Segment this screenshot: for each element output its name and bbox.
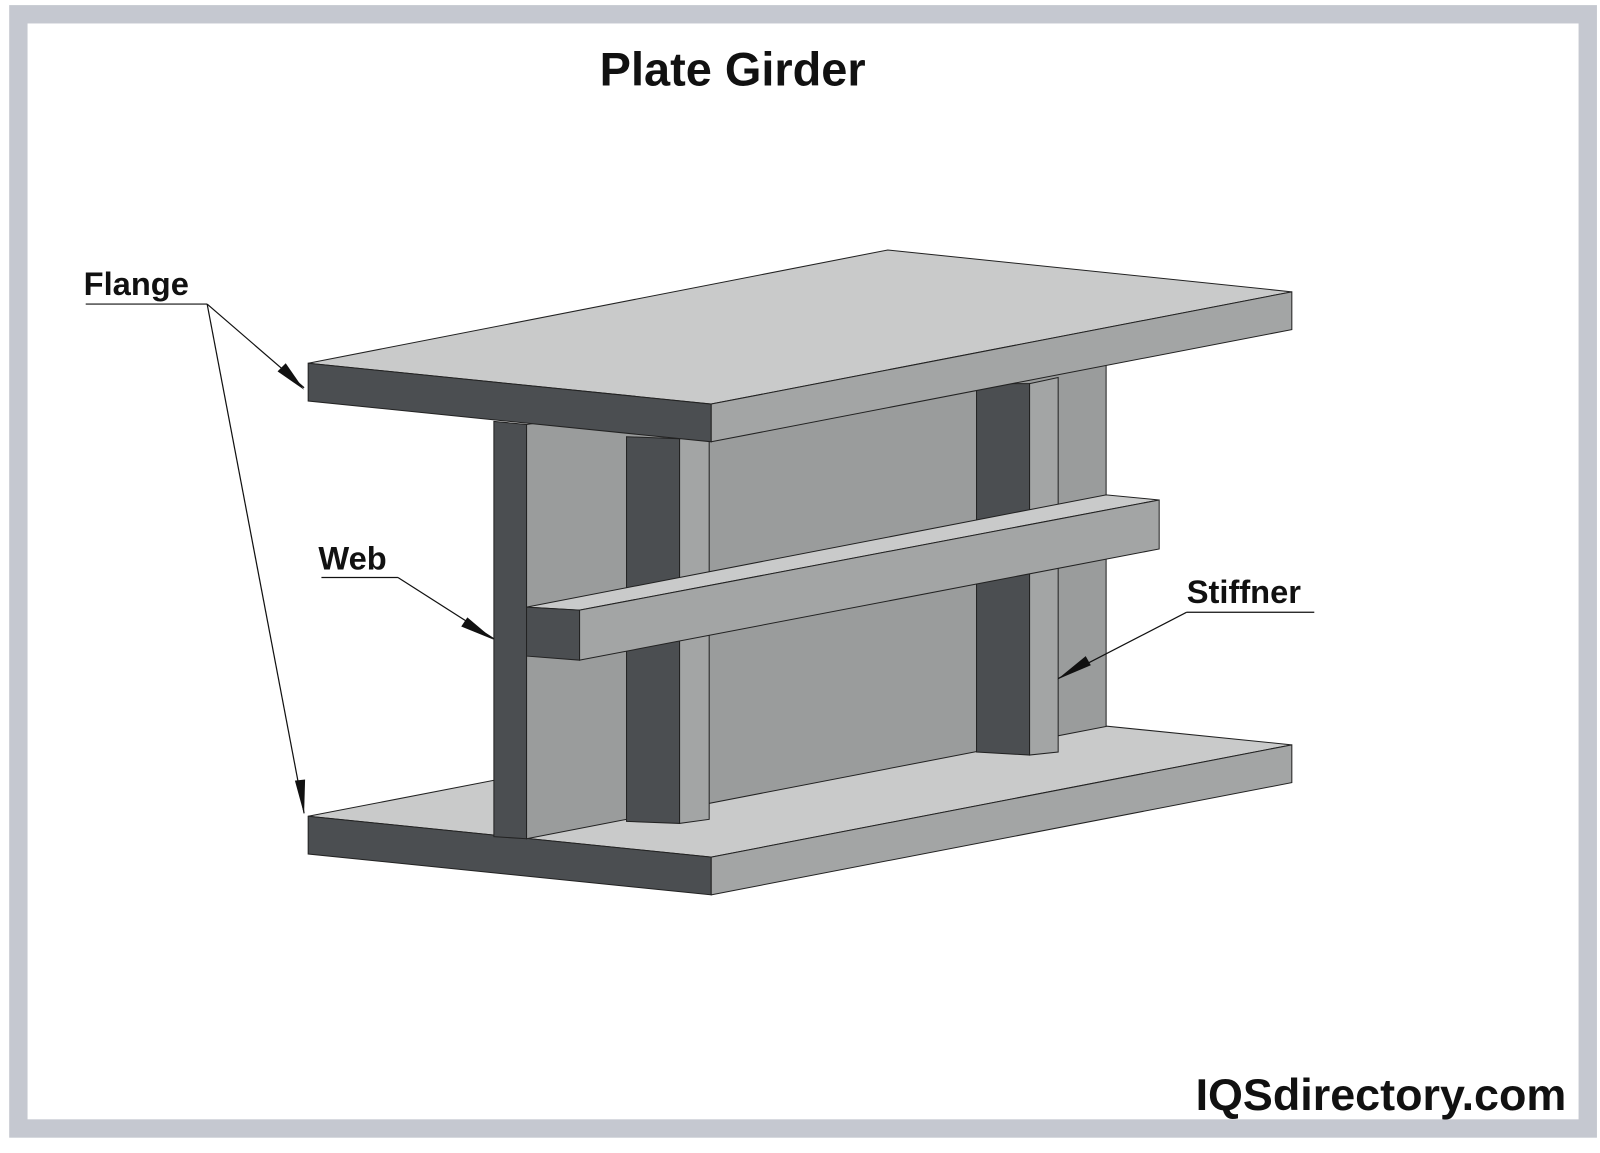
- arrowhead-icon: [277, 363, 305, 390]
- horizontal-stiffener: [526, 494, 1160, 661]
- frame-border: [9, 5, 1597, 1138]
- arrowhead-icon: [1057, 656, 1091, 680]
- stiffener-label: Stiffner: [1187, 573, 1302, 610]
- watermark-logo: IQSdirectory.com: [1196, 1069, 1567, 1120]
- stiffener-callout: Stiffner: [1057, 573, 1315, 680]
- web-label: Web: [318, 539, 386, 576]
- web-callout: Web: [318, 539, 495, 640]
- flange-callout: Flange: [84, 265, 306, 815]
- arrowhead-icon: [294, 779, 306, 815]
- flange-label: Flange: [84, 265, 189, 302]
- top-flange: [307, 249, 1293, 443]
- girder-drawing: [307, 249, 1293, 896]
- arrowhead-icon: [461, 617, 494, 640]
- diagram-title: Plate Girder: [600, 44, 866, 96]
